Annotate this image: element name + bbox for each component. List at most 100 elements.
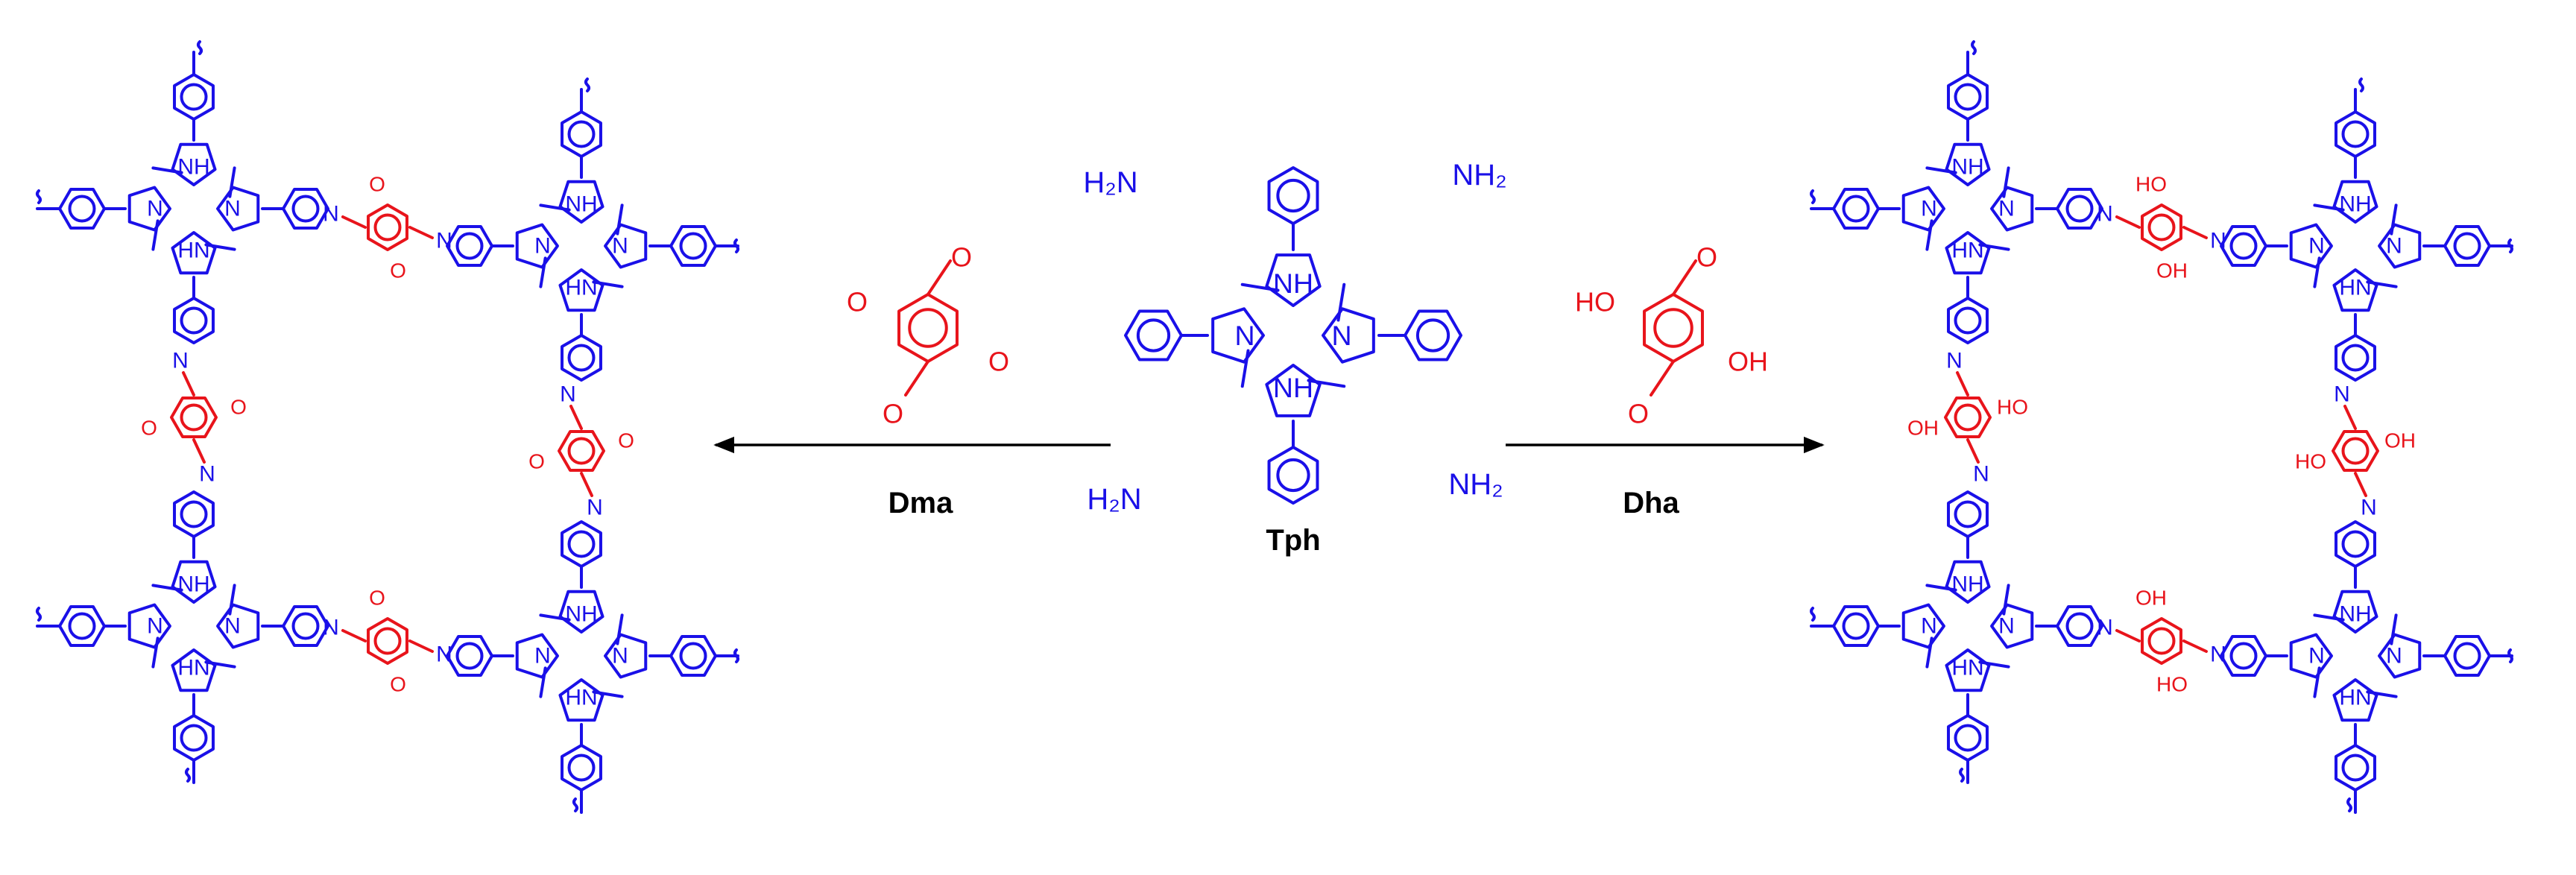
macrocycle-bond	[539, 613, 571, 622]
imine-bond	[2354, 472, 2367, 497]
benzene-ring	[2332, 430, 2379, 472]
n-label: N	[1998, 197, 2015, 221]
imine-bond	[2182, 639, 2208, 653]
benzene-ring	[897, 293, 959, 363]
benzene-ring	[282, 188, 329, 230]
wavy-end	[733, 648, 739, 663]
aromatic-circle	[2341, 344, 2370, 372]
benzene-ring	[367, 203, 408, 251]
macrocycle-bond	[1336, 282, 1346, 322]
benzene-ring	[2141, 203, 2182, 251]
macrocycle-bond	[539, 666, 547, 698]
nh-label: NH	[1273, 268, 1313, 299]
macrocycle-bond	[2313, 613, 2345, 622]
substituent-label: O	[528, 450, 545, 473]
imine-bond	[2115, 215, 2141, 229]
benzene-ring	[1643, 293, 1704, 363]
amine-left-bottom: H₂N	[1087, 483, 1141, 516]
aromatic-circle	[2065, 612, 2094, 640]
substituent-label: O	[369, 173, 385, 196]
ring-edge	[2220, 225, 2267, 267]
macrocycle-bond	[2002, 166, 2010, 198]
imine-n-label: N	[2210, 229, 2226, 253]
ring-edge	[1944, 397, 1992, 438]
benzene-ring	[1404, 309, 1462, 361]
n-label: N	[1234, 320, 1254, 351]
ring-edge	[2220, 635, 2267, 677]
benzene-ring	[1944, 397, 1992, 438]
wavy-end	[185, 768, 191, 783]
imine-n-label: N	[199, 462, 215, 487]
benzene-ring	[282, 605, 329, 647]
benzene-ring	[367, 617, 408, 665]
wavy-end	[1810, 189, 1816, 204]
wavy-end	[733, 239, 739, 253]
aromatic-circle	[291, 612, 320, 640]
macrocycle-bond	[151, 584, 183, 592]
imine-bond	[182, 371, 195, 397]
macrocycle-bond	[616, 613, 624, 645]
macrocycle-bond	[592, 280, 624, 288]
nh-label: NH	[2339, 602, 2371, 627]
n-label: N	[1921, 197, 1937, 221]
n-label: N	[147, 614, 163, 639]
aldehyde-o: O	[1628, 399, 1649, 429]
benzene-ring	[446, 225, 493, 267]
macrocycle-bond	[539, 256, 547, 288]
benzene-ring	[1947, 297, 1989, 344]
macrocycle-bond	[2313, 666, 2321, 698]
benzene-ring	[669, 225, 717, 267]
hn-label: HN	[2339, 686, 2371, 710]
n-label: N	[2386, 644, 2402, 669]
benzene-ring	[558, 430, 605, 472]
macrocycle-bond	[1240, 349, 1250, 388]
macrocycle-bond	[1925, 636, 1933, 669]
aromatic-circle	[1136, 318, 1171, 353]
hydroxy-label: HO	[1575, 287, 1615, 318]
macrocycle-bond	[1307, 379, 1346, 388]
benzene-ring	[173, 490, 215, 538]
ring-edge	[1947, 73, 1989, 121]
aromatic-circle	[1415, 318, 1450, 353]
ring-edge	[173, 490, 215, 538]
aromatic-circle	[1276, 178, 1310, 213]
hn-label: HN	[1951, 656, 1983, 680]
imine-bond	[1956, 371, 1969, 397]
benzene-ring	[58, 605, 106, 647]
substituent-label: O	[141, 417, 157, 440]
substituent-label: O	[390, 259, 406, 282]
macrocycle-bond	[151, 166, 183, 174]
benzene-ring	[1267, 446, 1319, 505]
ring-edge	[2334, 520, 2376, 568]
ring-edge	[1947, 297, 1989, 344]
substituent-label: OH	[2384, 429, 2416, 452]
n-label: N	[534, 234, 551, 259]
n-label: N	[224, 197, 241, 221]
ring-edge	[669, 225, 717, 267]
benzene-ring	[173, 714, 215, 762]
aromatic-circle	[567, 120, 596, 148]
nh-label: NH	[565, 192, 597, 217]
n-label: N	[612, 644, 628, 669]
imine-bond	[580, 472, 593, 497]
n-label: N	[224, 614, 241, 639]
macrocycle-bond	[2366, 280, 2398, 288]
amine-right-bottom: NH₂	[1448, 468, 1503, 501]
benzene-ring	[173, 73, 215, 121]
macrocycle-bond	[1978, 243, 2010, 251]
benzene-ring	[2056, 605, 2103, 647]
ring-edge	[558, 430, 605, 472]
aromatic-circle	[567, 344, 596, 372]
ring-edge	[173, 297, 215, 344]
benzene-ring	[58, 188, 106, 230]
aromatic-circle	[908, 308, 948, 348]
ring-edge	[2056, 188, 2103, 230]
substituent-label: OH	[2156, 259, 2188, 282]
